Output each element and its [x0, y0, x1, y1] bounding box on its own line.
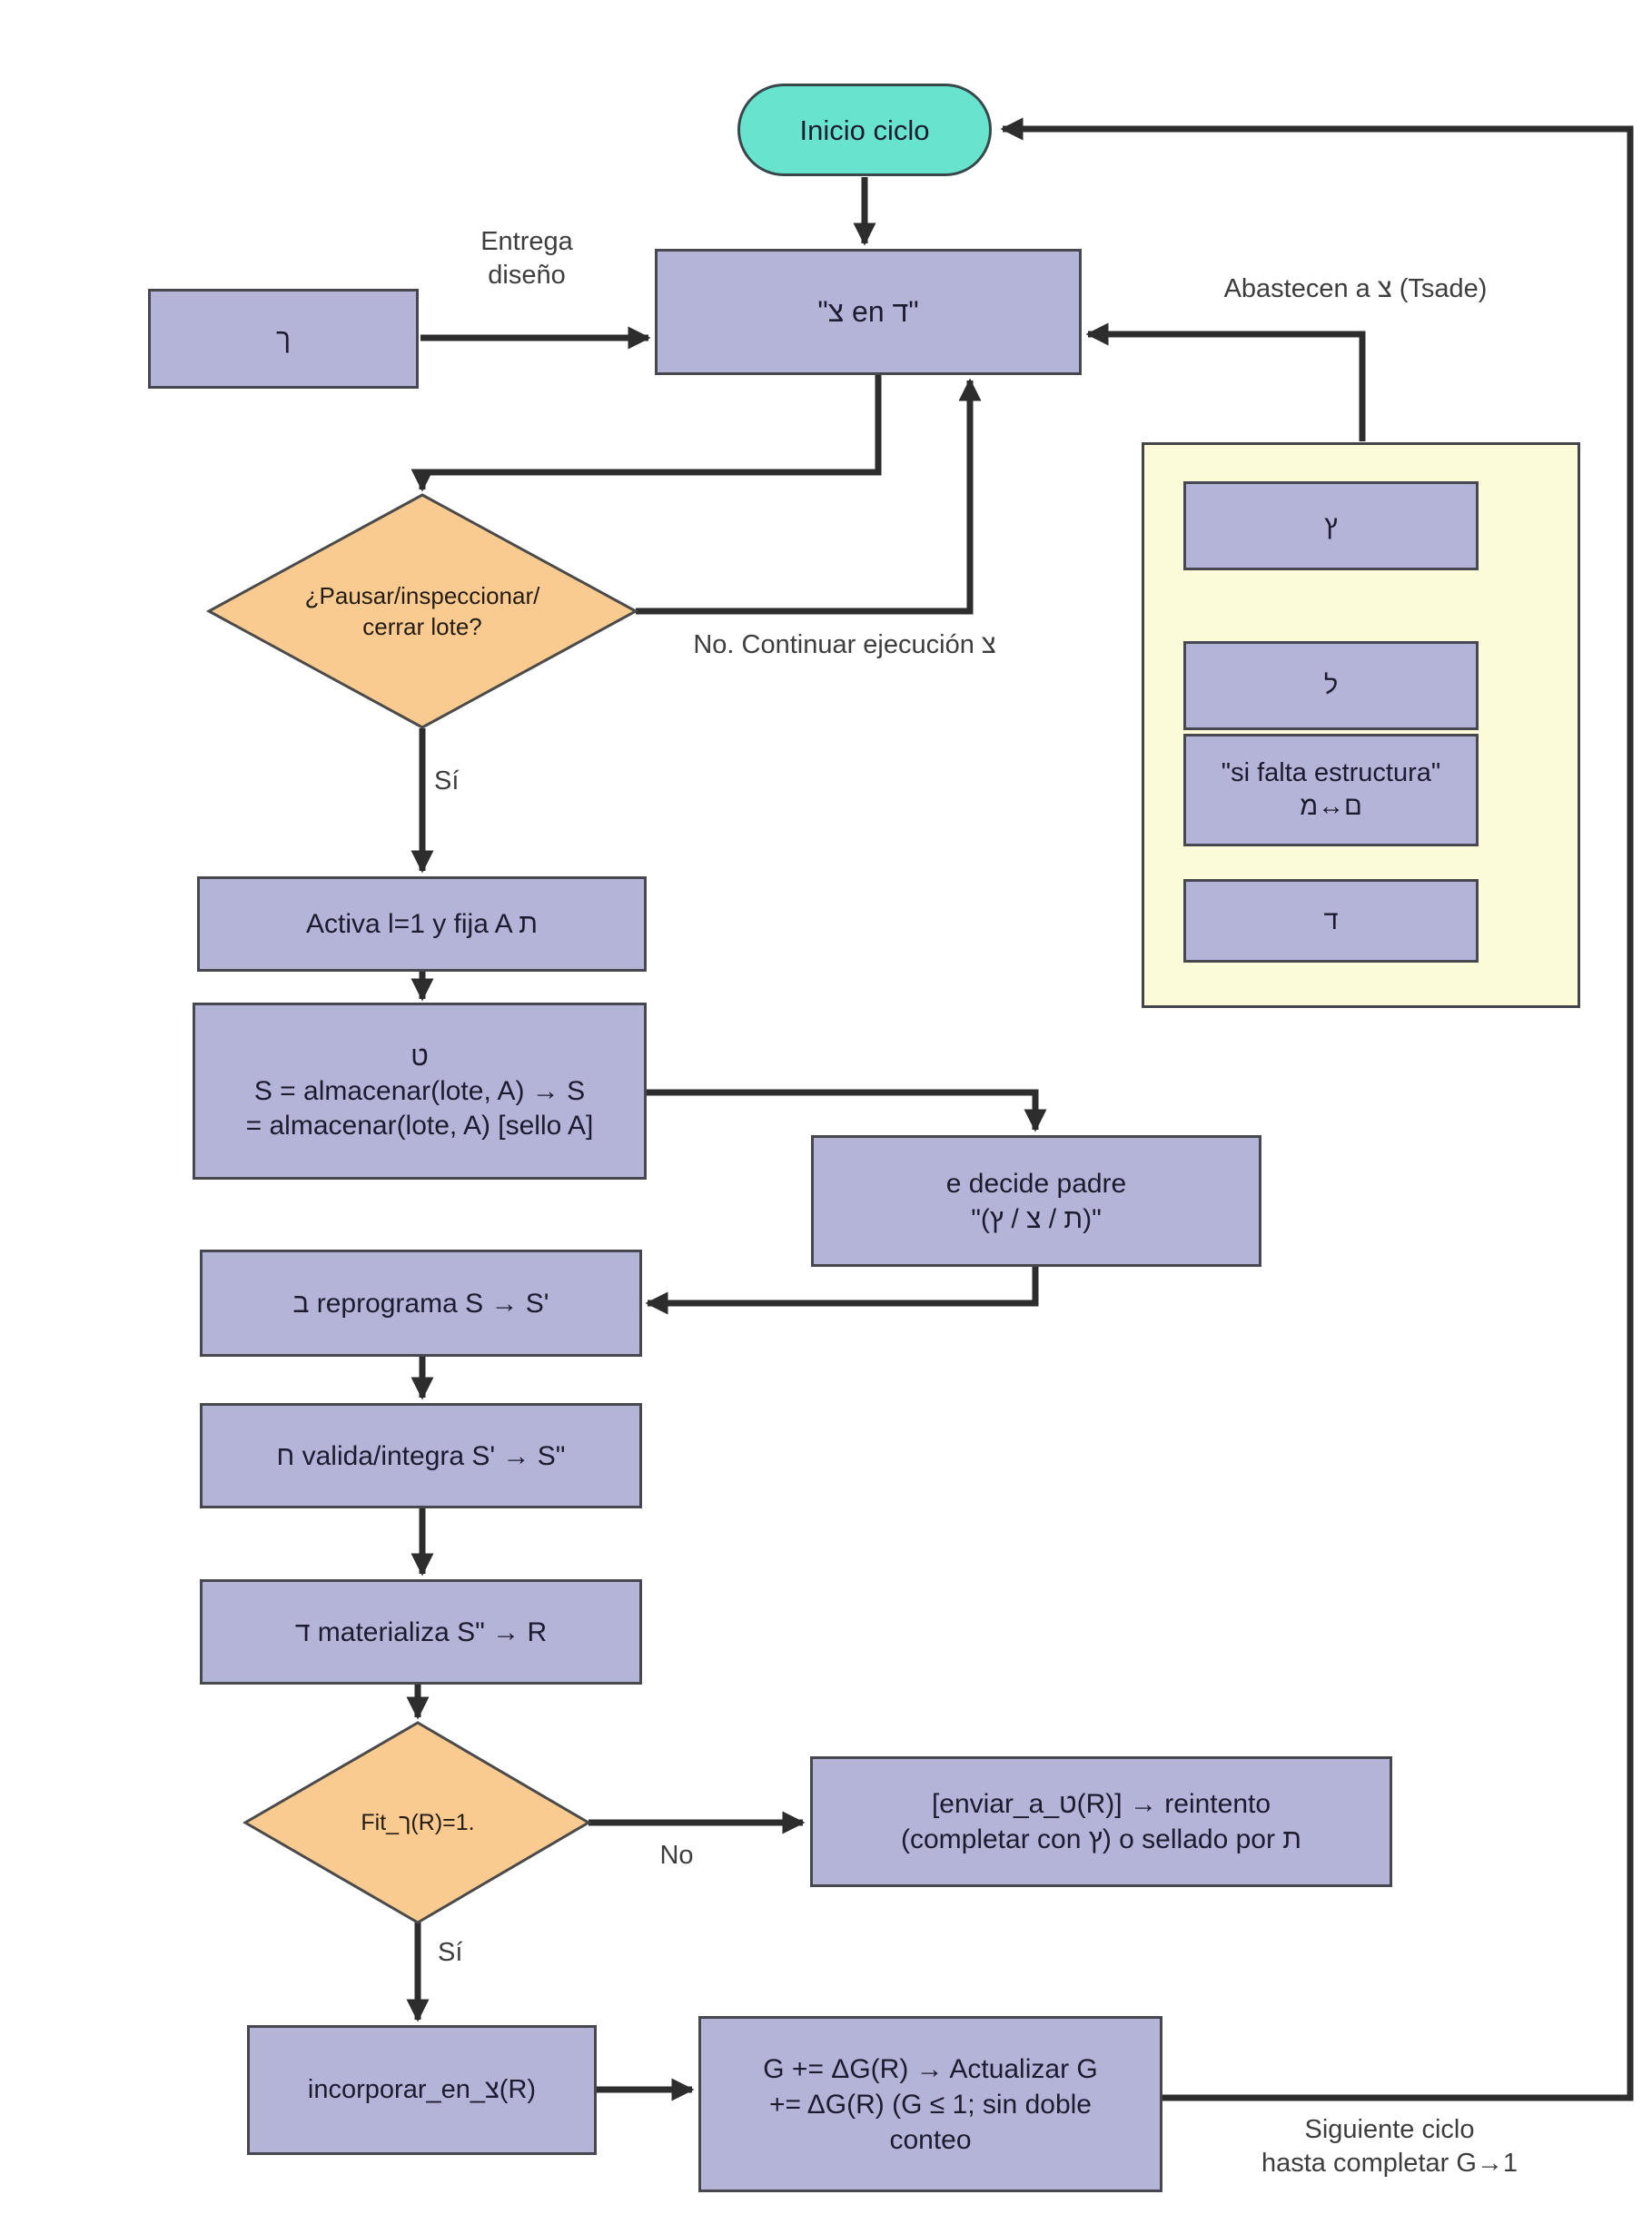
- edge-label-abastecen: Abastecen a צ (Tsade): [1126, 272, 1585, 306]
- edge-label-siguiente: Siguiente ciclo hasta completar G→1: [1199, 2113, 1580, 2180]
- edge-pause-no-return: [636, 378, 982, 615]
- edge-label-abastecen-text: Abastecen a צ (Tsade): [1223, 274, 1488, 303]
- edge-label-siguiente-line1: Siguiente ciclo: [1304, 2115, 1475, 2144]
- supply-item-tsadi-final-label: ץ: [1324, 510, 1338, 540]
- edge-loop-next-cycle: [1000, 117, 1634, 2101]
- edge-supply-to-main: [1085, 322, 1366, 441]
- reprograma-box: ב reprograma S → S': [200, 1250, 642, 1357]
- supply-item-lamed-label: ל: [1323, 670, 1339, 700]
- edge-label-si-2-text: Sí: [438, 1938, 463, 1967]
- fit-decision-label: Fit_ך(R)=1.: [361, 1810, 475, 1835]
- supply-item-dalet-label: ד: [1323, 905, 1339, 935]
- edge-label-no-2: No: [636, 1839, 717, 1873]
- incorporar-box: incorporar_en_צ(R): [247, 2025, 597, 2155]
- almacenar-line1: ט: [411, 1041, 429, 1072]
- activa-box: Activa l=1 y fija A ת: [197, 876, 647, 972]
- almacenar-box: ט S = almacenar(lote, A) → S = almacenar…: [193, 1003, 647, 1180]
- fit-decision-diamond: [242, 1721, 591, 1924]
- edge-label-no-2-text: No: [659, 1841, 694, 1870]
- start-node: Inicio ciclo: [737, 84, 992, 176]
- supply-item-estructura-label2: מ↔ם: [1300, 792, 1362, 821]
- activa-label: Activa l=1 y fija A ת: [305, 909, 538, 939]
- valida-label: ח valida/integra S' → S": [276, 1440, 566, 1471]
- decide-padre-line2: "(ץ / צ / ת)": [971, 1203, 1102, 1234]
- fit-decision-text: Fit_ך(R)=1.: [282, 1794, 554, 1852]
- pause-decision-diamond: [205, 493, 639, 729]
- supply-item-tsadi-final: ץ: [1183, 481, 1479, 570]
- edge-label-entrega: Entrega diseño: [418, 225, 636, 292]
- supply-item-estructura-label: "si falta estructura": [1221, 758, 1441, 787]
- edge-almacenar-to-decide: [647, 1089, 1047, 1132]
- edge-label-entrega-line2: diseño: [488, 261, 566, 290]
- incorporar-label: incorporar_en_צ(R): [307, 2075, 537, 2104]
- decide-padre-box: e decide padre "(ץ / צ / ת)": [811, 1135, 1261, 1267]
- pause-decision-line1: ¿Pausar/inspeccionar/: [304, 582, 540, 609]
- actualizar-line3: conteo: [889, 2124, 972, 2155]
- supply-item-lamed: ל: [1183, 641, 1479, 730]
- main-process-label: "צ en ד": [817, 295, 919, 328]
- edge-main-to-pause: [411, 375, 882, 492]
- almacenar-line3: = almacenar(lote, A) [sello A]: [245, 1110, 594, 1141]
- valida-box: ח valida/integra S' → S": [200, 1403, 642, 1508]
- enviar-line1: [enviar_a_ט(R)] → reintento: [931, 1789, 1271, 1819]
- supply-panel: ץ ל "si falta estructura" מ↔ם ד: [1142, 442, 1580, 1008]
- enviar-box: [enviar_a_ט(R)] → reintento (completar c…: [810, 1756, 1392, 1887]
- edge-label-si-1: Sí: [434, 765, 507, 798]
- main-process-box: "צ en ד": [655, 249, 1082, 375]
- almacenar-line2: S = almacenar(lote, A) → S: [253, 1075, 586, 1106]
- supply-item-estructura: "si falta estructura" מ↔ם: [1183, 734, 1479, 846]
- reprograma-label: ב reprograma S → S': [292, 1288, 549, 1319]
- pause-decision-line2: cerrar lote?: [362, 613, 482, 640]
- supply-item-dalet: ד: [1183, 879, 1479, 963]
- kaf-source-box: ך: [148, 289, 419, 389]
- start-node-label: Inicio ciclo: [799, 114, 930, 146]
- edge-label-siguiente-line2: hasta completar G→1: [1261, 2149, 1518, 2178]
- edge-decide-to-reprograma: [645, 1267, 1039, 1315]
- actualizar-line1: G += ΔG(R) → Actualizar G: [763, 2053, 1098, 2084]
- edge-label-si-1-text: Sí: [434, 766, 460, 796]
- pause-decision-text: ¿Pausar/inspeccionar/ cerrar lote?: [241, 556, 604, 667]
- materializa-box: ד materializa S" → R: [200, 1579, 642, 1685]
- decide-padre-line1: e decide padre: [945, 1168, 1127, 1199]
- edge-label-entrega-line1: Entrega: [480, 227, 573, 256]
- edge-label-si-2: Sí: [438, 1936, 510, 1970]
- edge-label-no-continuar: No. Continuar ejecución צ: [618, 628, 1072, 662]
- actualizar-box: G += ΔG(R) → Actualizar G += ΔG(R) (G ≤ …: [698, 2016, 1162, 2192]
- kaf-source-label: ך: [275, 323, 292, 354]
- actualizar-line2: += ΔG(R) (G ≤ 1; sin doble: [769, 2089, 1092, 2120]
- materializa-label: ד materializa S" → R: [294, 1616, 548, 1647]
- edge-label-no-continuar-text: No. Continuar ejecución צ: [693, 630, 996, 659]
- enviar-line2: (completar con ץ) o sellado por ת: [900, 1824, 1302, 1854]
